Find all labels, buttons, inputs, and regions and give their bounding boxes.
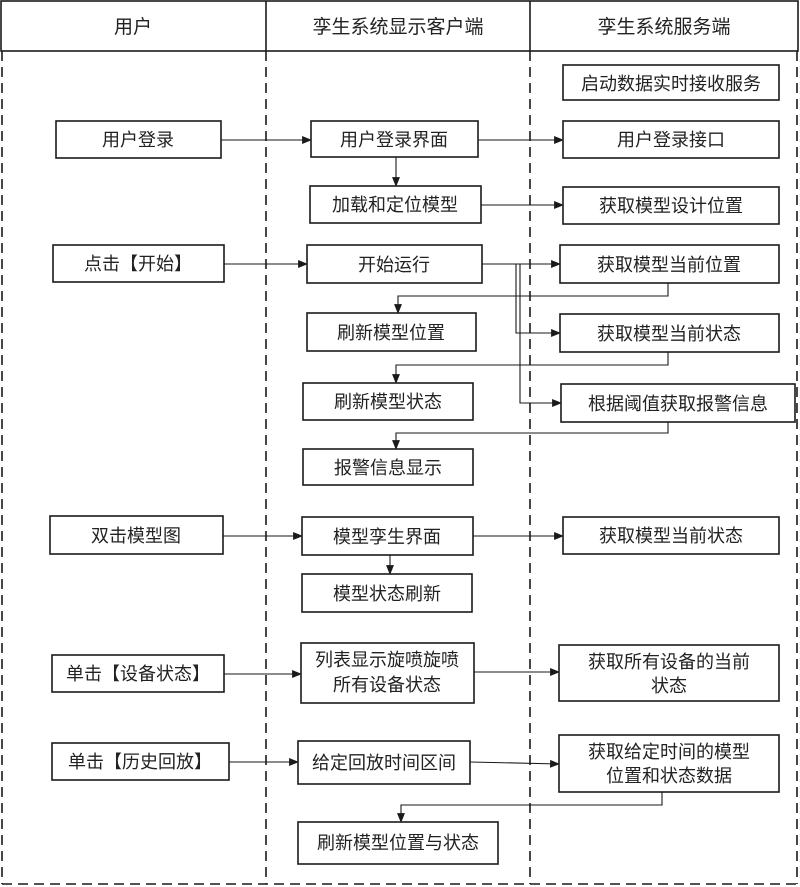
- node-click-device: [51, 654, 225, 693]
- node-get-current-pos-label: 获取模型当前位置: [597, 255, 741, 276]
- node-get-current-pos: [559, 244, 780, 284]
- node-state-refresh: [301, 573, 473, 613]
- node-user-login: [55, 120, 222, 159]
- node-start-receive-label: 启动数据实时接收服务: [581, 74, 761, 95]
- node-refresh-pos-state: [297, 821, 499, 865]
- node-start-run: [306, 244, 483, 284]
- lane-title-user: 用户: [114, 16, 152, 38]
- node-alarm-display-label: 报警信息显示: [334, 458, 442, 479]
- node-get-design-pos-label: 获取模型设计位置: [599, 196, 743, 217]
- node-get-current-state-label: 获取模型当前状态: [597, 324, 741, 345]
- node-get-history: [558, 734, 780, 793]
- node-get-alarm-label: 根据阈值获取报警信息: [588, 394, 768, 415]
- node-start-run-label: 开始运行: [358, 255, 430, 276]
- node-login-ui-label: 用户登录界面: [340, 130, 448, 151]
- node-alarm-display: [302, 448, 474, 486]
- node-refresh-pos-state-label: 刷新模型位置与状态: [317, 833, 479, 854]
- node-refresh-state: [302, 382, 474, 421]
- node-get-all-devices-label-1: 获取所有设备的当前: [588, 652, 750, 673]
- node-state-refresh-label: 模型状态刷新: [333, 584, 441, 605]
- node-load-model-label: 加载和定位模型: [332, 195, 458, 216]
- edge-alarm-to-display: [392, 422, 669, 450]
- edge-history-to-refresh: [397, 792, 663, 823]
- node-login-api: [562, 120, 780, 159]
- node-double-click: [49, 515, 224, 555]
- node-refresh-state-label: 刷新模型状态: [334, 392, 442, 413]
- node-list-display: [300, 642, 475, 704]
- node-start-receive: [562, 64, 780, 101]
- node-refresh-pos: [306, 312, 477, 352]
- node-list-display-label-2: 所有设备状态: [333, 675, 441, 696]
- node-load-model: [309, 185, 482, 224]
- edge-interval-to-history: [469, 759, 560, 768]
- node-click-history-label: 单击【历史回放】: [68, 752, 212, 773]
- node-get-design-pos: [562, 186, 780, 225]
- node-list-display-label-1: 列表显示旋喷旋喷: [315, 650, 459, 671]
- node-user-login-label: 用户登录: [102, 130, 174, 151]
- node-login-ui: [310, 120, 479, 158]
- node-twin-ui-label: 模型孪生界面: [333, 527, 441, 548]
- node-get-history-label-2: 位置和状态数据: [606, 766, 732, 787]
- node-get-current-state-2-label: 获取模型当前状态: [599, 526, 743, 547]
- edge-run-to-alarm: [519, 264, 562, 407]
- lane-title-client: 孪生系统显示客户端: [312, 16, 483, 38]
- node-login-api-label: 用户登录接口: [617, 130, 725, 151]
- lane-title-server: 孪生系统服务端: [597, 16, 730, 38]
- node-get-all-devices-label-2: 状态: [651, 676, 687, 697]
- node-twin-ui: [301, 516, 474, 556]
- node-refresh-pos-label: 刷新模型位置: [337, 323, 445, 344]
- edge-state-to-refresh: [392, 352, 669, 384]
- node-set-interval-label: 给定回放时间区间: [312, 753, 456, 774]
- node-get-all-devices: [558, 644, 780, 702]
- node-get-current-state: [559, 313, 780, 353]
- edge-pos-to-refresh: [394, 283, 669, 314]
- node-click-start-label: 点击【开始】: [84, 254, 192, 275]
- node-get-alarm: [560, 383, 796, 423]
- node-set-interval: [297, 740, 471, 785]
- node-click-device-label: 单击【设备状态】: [66, 664, 210, 685]
- node-click-start: [52, 244, 225, 283]
- node-double-click-label: 双击模型图: [91, 526, 181, 547]
- node-get-history-label-1: 获取给定时间的模型: [588, 742, 750, 763]
- header-bar: [0, 0, 799, 52]
- edge-run-to-state: [515, 264, 561, 337]
- node-click-history: [51, 742, 230, 781]
- node-get-current-state-2: [562, 516, 780, 555]
